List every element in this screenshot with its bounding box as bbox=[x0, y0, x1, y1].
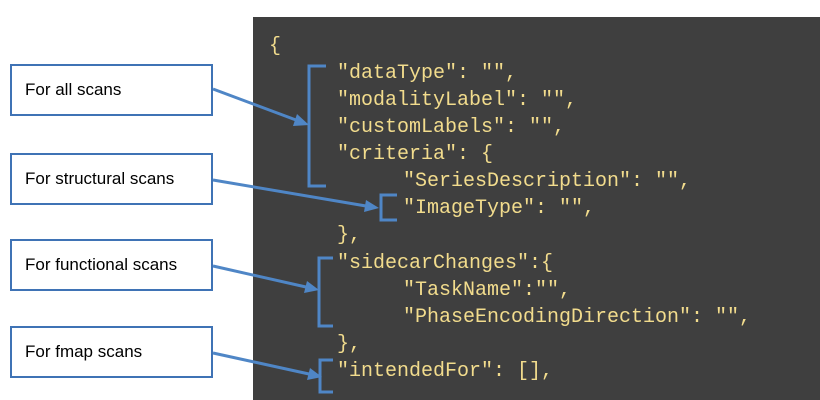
bracket-functional-scans bbox=[317, 256, 333, 328]
label-all-scans: For all scans bbox=[10, 64, 213, 116]
code-line-phaseencodingdirection: "PhaseEncodingDirection": "", bbox=[403, 306, 752, 329]
code-line-open-brace: { bbox=[269, 35, 282, 58]
bracket-structural-scans bbox=[379, 193, 397, 222]
connector-functional-scans bbox=[212, 264, 307, 289]
label-all-scans-text: For all scans bbox=[25, 80, 122, 99]
connector-all-scans bbox=[212, 87, 297, 122]
label-functional-scans: For functional scans bbox=[10, 239, 213, 291]
label-structural-scans: For structural scans bbox=[10, 153, 213, 205]
connector-fmap-scans bbox=[212, 351, 310, 376]
code-line-datatype: "dataType": "", bbox=[337, 62, 518, 85]
code-line-close-criteria: }, bbox=[337, 224, 362, 247]
code-line-imagetype: "ImageType": "", bbox=[403, 197, 596, 220]
connector-structural-scans bbox=[212, 178, 367, 208]
bracket-fmap-scans bbox=[318, 358, 333, 394]
arrowhead-all-scans bbox=[293, 114, 309, 126]
code-line-seriesdescription: "SeriesDescription": "", bbox=[403, 170, 692, 193]
label-structural-scans-text: For structural scans bbox=[25, 169, 175, 188]
bracket-all-scans bbox=[307, 64, 326, 188]
code-line-taskname: "TaskName":"", bbox=[403, 279, 572, 302]
code-line-sidecarchanges: "sidecarChanges":{ bbox=[337, 252, 554, 275]
code-line-intendedfor: "intendedFor": [], bbox=[337, 360, 554, 383]
arrowhead-fmap-scans bbox=[307, 368, 322, 380]
label-fmap-scans-text: For fmap scans bbox=[25, 342, 143, 361]
label-functional-scans-text: For functional scans bbox=[25, 255, 178, 274]
label-fmap-scans: For fmap scans bbox=[10, 326, 213, 378]
code-line-customlabels: "customLabels": "", bbox=[337, 116, 566, 139]
arrowhead-structural-scans bbox=[364, 200, 379, 212]
arrowhead-functional-scans bbox=[304, 281, 319, 293]
code-line-modalitylabel: "modalityLabel": "", bbox=[337, 89, 578, 112]
code-panel: { "dataType": "", "modalityLabel": "", "… bbox=[253, 17, 820, 400]
code-line-close-sidecar: }, bbox=[337, 333, 362, 356]
code-line-criteria: "criteria": { bbox=[337, 143, 494, 166]
